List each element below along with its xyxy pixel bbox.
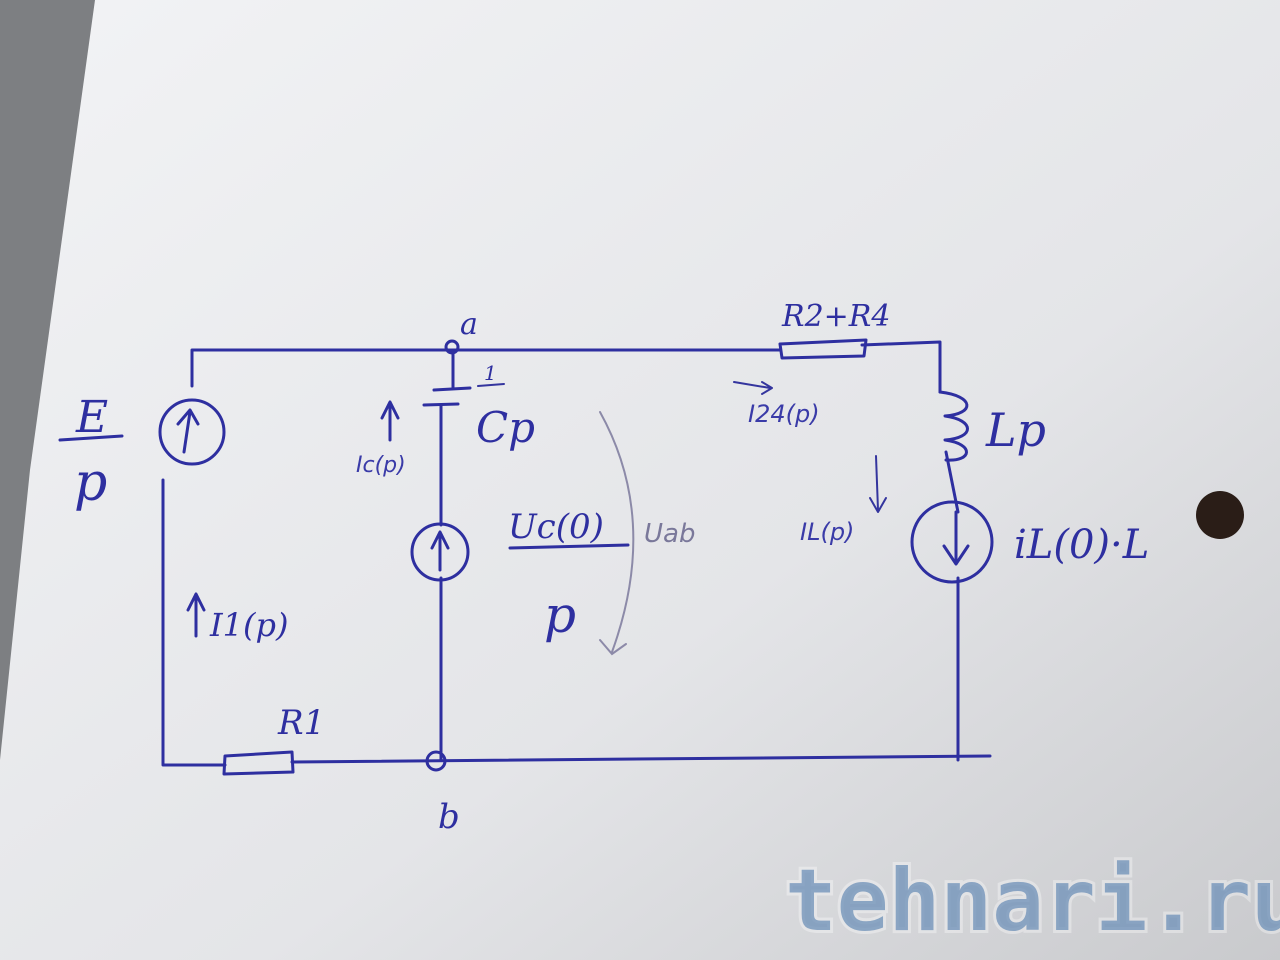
punch-hole (1196, 491, 1244, 539)
capacitor (422, 386, 472, 407)
resistor-r1-label: R1 (277, 703, 325, 743)
top-wire-left (190, 348, 782, 388)
watermark-text: tehnari.ru (785, 851, 1280, 951)
left-bottom-wire (161, 478, 227, 767)
voltage-uab-arrow (599, 411, 635, 656)
inductor-lp (938, 390, 969, 462)
uc-fraction-bar (508, 543, 630, 550)
current-i1-label: I1(p) (209, 606, 288, 644)
current-il-arrow (869, 455, 887, 513)
current-i1-arrow (186, 592, 206, 638)
resistor-r24 (778, 338, 868, 360)
voltage-source-e (158, 398, 226, 466)
current-ic-arrow (380, 400, 400, 442)
cap-denominator: Cp (476, 403, 535, 452)
uc-numerator: Uc(0) (508, 507, 604, 547)
voltage-source-uc (410, 522, 470, 582)
source-e-numerator: E (75, 392, 108, 443)
bottom-wire (290, 754, 992, 764)
current-i24-label: I24(p) (748, 400, 820, 428)
current-ic-label: Ic(p) (356, 453, 406, 478)
node-b-dot (425, 750, 447, 772)
current-i24-arrow (733, 381, 773, 395)
cap-numerator: 1 (484, 361, 497, 385)
inductor-lp-label: Lp (985, 403, 1046, 457)
uc-denominator: p (544, 586, 576, 644)
resistor-r24-label: R2+R4 (781, 299, 891, 334)
watermark-outline: tehnari.ru (785, 851, 1280, 951)
node-b-label: b (438, 797, 460, 837)
voltage-uab-label: Uab (644, 519, 695, 549)
source-e-fraction-bar (58, 434, 124, 442)
source-il-label: iL(0)·L (1014, 522, 1149, 568)
top-wire-right (860, 340, 942, 394)
node-a-dot (444, 339, 460, 355)
resistor-r1 (222, 750, 295, 776)
source-e-denominator: p (74, 453, 107, 513)
current-source-il (910, 500, 994, 584)
node-a-label: a (460, 307, 478, 342)
cap-fraction-bar (477, 383, 505, 387)
wires (161, 340, 992, 767)
current-il-label: IL(p) (800, 518, 854, 546)
